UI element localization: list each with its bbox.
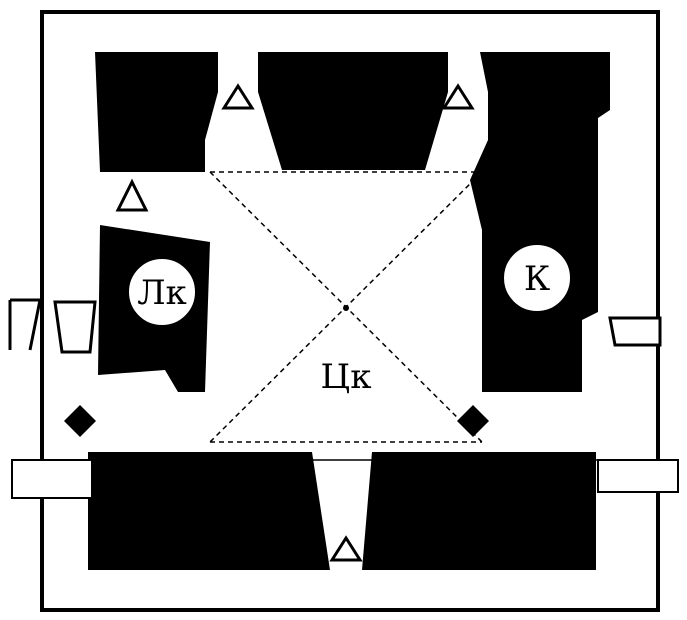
wall-block-top-center bbox=[258, 52, 448, 170]
triangle-marker-icon bbox=[221, 83, 255, 110]
center-label: Цк bbox=[321, 357, 372, 397]
left-door-frame bbox=[53, 300, 97, 354]
triangle-marker-icon bbox=[115, 178, 149, 212]
wall-block-bottom-left bbox=[88, 452, 330, 570]
left-window bbox=[11, 459, 93, 499]
right-room-label: К bbox=[524, 259, 550, 299]
right-room-circle bbox=[502, 243, 572, 313]
center-point bbox=[343, 305, 349, 311]
triangle-marker-icon bbox=[441, 83, 475, 110]
wall-block-right bbox=[470, 52, 610, 392]
wall-block-bottom-right bbox=[362, 452, 596, 570]
left-door-mark bbox=[8, 298, 42, 351]
left-room-circle bbox=[127, 257, 197, 327]
right-door-frame bbox=[608, 316, 662, 347]
diamond-marker-icon bbox=[64, 405, 96, 437]
left-room-label: Лк bbox=[137, 273, 187, 313]
diamond-marker-icon bbox=[457, 405, 489, 437]
wall-block-top-left bbox=[95, 52, 218, 172]
right-window bbox=[597, 459, 679, 493]
outer-frame bbox=[40, 10, 660, 612]
triangle-marker-icon bbox=[329, 535, 363, 562]
